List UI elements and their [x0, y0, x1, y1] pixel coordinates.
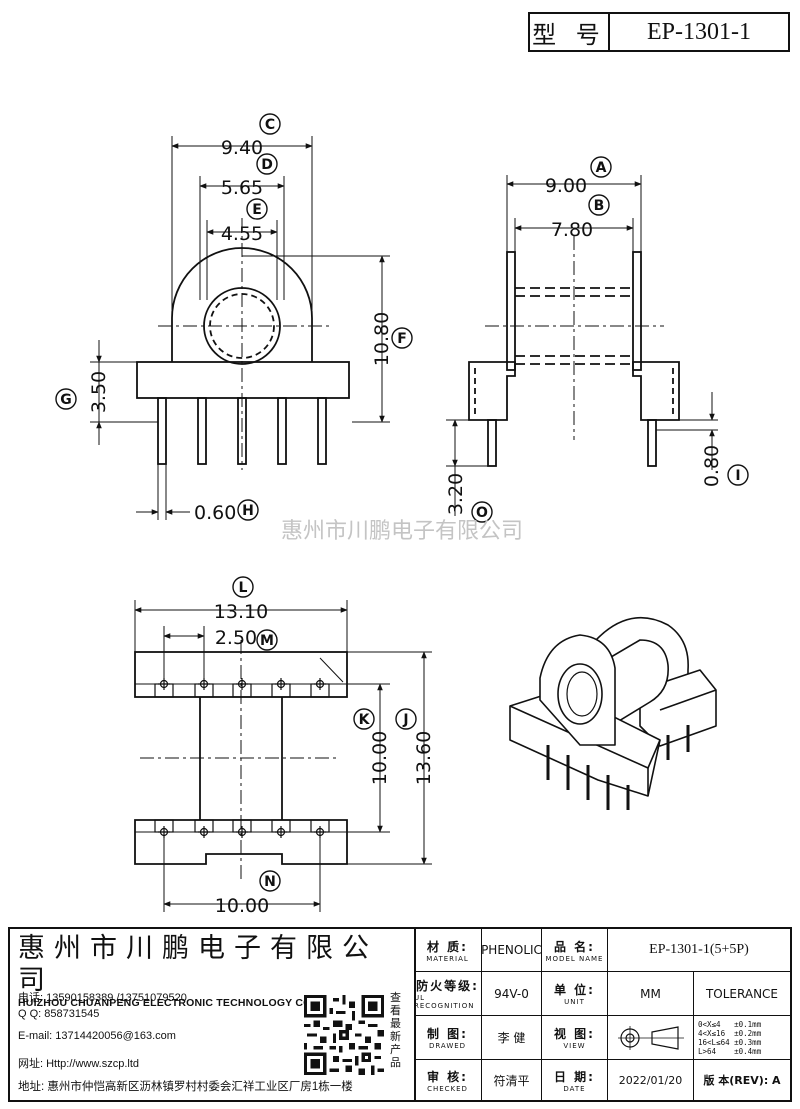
dim-o-value: 3.20	[445, 473, 467, 515]
spec-row-fire: 防火等级:UL RECOGNITION 94V-0 单 位:UNIT MM TO…	[414, 972, 790, 1016]
svg-text:O: O	[476, 505, 488, 521]
company-email: E-mail: 13714420056@163.com	[18, 1030, 176, 1042]
svg-text:C: C	[265, 117, 275, 133]
svg-text:D: D	[261, 157, 273, 173]
qr-code-icon[interactable]	[304, 995, 384, 1075]
projection-symbol-icon	[608, 1016, 694, 1059]
model-key: 型 号	[530, 14, 610, 50]
isometric-view	[509, 617, 717, 810]
company-phone: 电话: 13590158389 /13751079520	[18, 992, 187, 1004]
side-view	[468, 236, 680, 467]
dim-b-value: 7.80	[551, 219, 593, 241]
spec-row-drawn: 制 图:DRAWED 李 健 视 图:VIEW 0<X≤4 ±0.1mm 4<X…	[414, 1016, 790, 1060]
company-info: 惠州市川鹏电子有限公司 HUIZHOU CHUANPENG ELECTRONIC…	[10, 929, 416, 1100]
spec-row-material: 材 质:MATERIAL PHENOLIC 品 名:MODEL NAME EP-…	[414, 929, 790, 972]
model-value: EP-1301-1	[647, 18, 751, 45]
svg-text:F: F	[397, 331, 407, 347]
company-address: 地址: 惠州市仲恺高新区沥林镇罗村村委会汇祥工业区厂房1栋一楼	[18, 1081, 353, 1093]
title-block: 惠州市川鹏电子有限公司 HUIZHOU CHUANPENG ELECTRONIC…	[8, 927, 792, 1102]
svg-text:L: L	[239, 580, 248, 596]
side-view-dims	[446, 175, 718, 516]
dim-i-value: 0.80	[701, 445, 723, 487]
dim-c-value: 9.40	[221, 137, 263, 159]
bottom-view-labels: 13.10 2.50 10.00 13.60 10.00	[214, 601, 435, 917]
company-name-en: HUIZHOU CHUANPENG ELECTRONIC TECHNOLOGY …	[18, 997, 342, 1009]
spec-row-checked: 审 核:CHECKED 符清平 日 期:DATE 2022/01/20 版 本(…	[414, 1060, 790, 1100]
side-view-labels: 9.00 7.80 0.80 3.20	[445, 175, 723, 515]
dim-k-value: 10.00	[369, 731, 391, 785]
svg-text:N: N	[264, 874, 276, 890]
svg-text:A: A	[596, 160, 607, 176]
svg-text:J: J	[402, 712, 408, 728]
dim-a-value: 9.00	[545, 175, 587, 197]
bottom-view-dims	[134, 600, 432, 912]
dim-g-value: 3.50	[88, 371, 110, 413]
qr-caption: 查看最新产品	[390, 991, 401, 1069]
company-qq: Q Q: 858731545	[18, 1008, 100, 1020]
svg-text:I: I	[735, 468, 740, 484]
dim-d-value: 5.65	[221, 177, 263, 199]
dim-l-value: 13.10	[214, 601, 268, 623]
dim-e-value: 4.55	[221, 223, 263, 245]
bottom-view	[134, 640, 348, 880]
dim-n-value: 10.00	[215, 895, 269, 917]
svg-text:E: E	[252, 202, 262, 218]
company-website: 网址: Http://www.szcp.ltd	[18, 1058, 140, 1070]
dim-j-value: 13.60	[413, 731, 435, 785]
svg-text:K: K	[359, 712, 371, 728]
svg-text:M: M	[260, 633, 274, 649]
dim-f-value: 10.80	[371, 312, 393, 366]
dim-h-value: 0.60	[194, 502, 236, 524]
svg-text:G: G	[60, 392, 72, 408]
front-view-dims	[90, 136, 390, 520]
dim-m-value: 2.50	[215, 627, 257, 649]
watermark-text: 惠州市川鹏电子有限公司	[281, 519, 523, 544]
spec-table: 材 质:MATERIAL PHENOLIC 品 名:MODEL NAME EP-…	[414, 929, 790, 1100]
front-view-labels: 9.40 5.65 4.55 10.80 3.50 0.60	[88, 137, 393, 524]
model-header: 型 号 EP-1301-1	[528, 12, 790, 52]
front-view	[136, 218, 350, 470]
dimension-callout-letters: C D E F G H A B I O L M K J N	[60, 117, 740, 890]
dimension-callouts	[55, 113, 749, 892]
svg-text:H: H	[242, 503, 254, 519]
svg-text:B: B	[594, 198, 605, 214]
company-name-cn: 惠州市川鹏电子有限公司	[18, 933, 378, 996]
